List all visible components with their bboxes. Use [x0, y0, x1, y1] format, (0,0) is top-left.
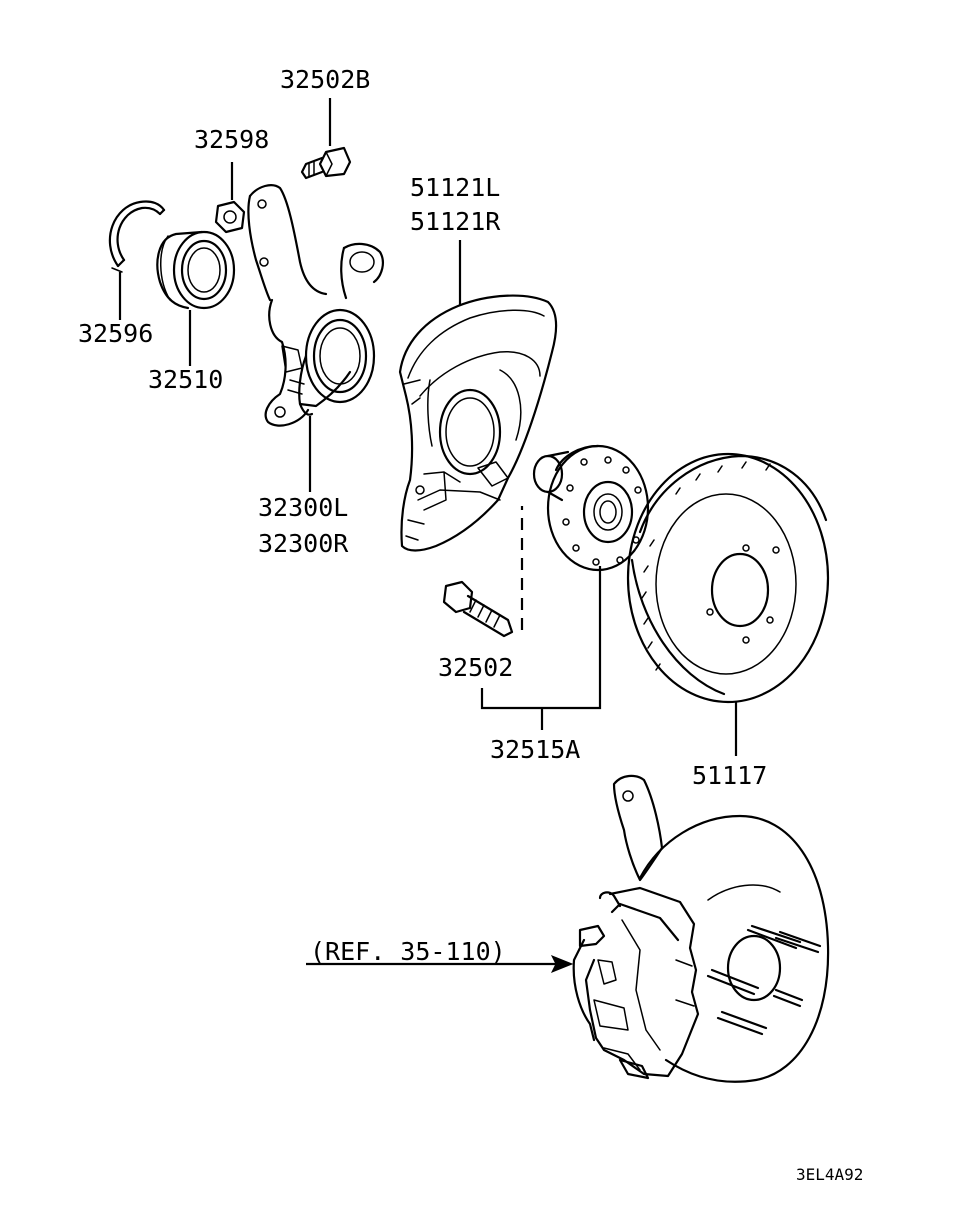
snap-ring-32596[interactable]	[108, 200, 166, 273]
label-32596: 32596	[78, 319, 153, 348]
hub-bolt-32502[interactable]	[442, 580, 514, 638]
label-32300r: 32300R	[258, 529, 349, 558]
label-32300l: 32300L	[258, 493, 348, 522]
label-32598: 32598	[194, 125, 269, 154]
drawing-code: 3EL4A92	[796, 1165, 863, 1184]
label-32515a: 32515A	[490, 735, 580, 764]
nut-32598[interactable]	[214, 200, 246, 234]
front-hub-32515a[interactable]	[532, 444, 650, 572]
label-51117: 51117	[692, 761, 767, 790]
bearing-32510[interactable]	[156, 230, 236, 310]
label-32502: 32502	[438, 653, 513, 682]
brake-caliper-assembly[interactable]	[572, 774, 830, 1083]
dust-cover-51121[interactable]	[398, 294, 558, 552]
steering-knuckle-32300[interactable]	[247, 184, 384, 427]
label-51121r: 51121R	[410, 207, 501, 236]
label-32510: 32510	[148, 365, 223, 394]
reference-label: (REF. 35-110)	[310, 937, 506, 966]
bolt-32502b[interactable]	[300, 146, 352, 180]
label-32502b: 32502B	[280, 65, 370, 94]
label-51121l: 51121L	[410, 173, 500, 202]
brake-disc-51117[interactable]	[626, 452, 830, 704]
